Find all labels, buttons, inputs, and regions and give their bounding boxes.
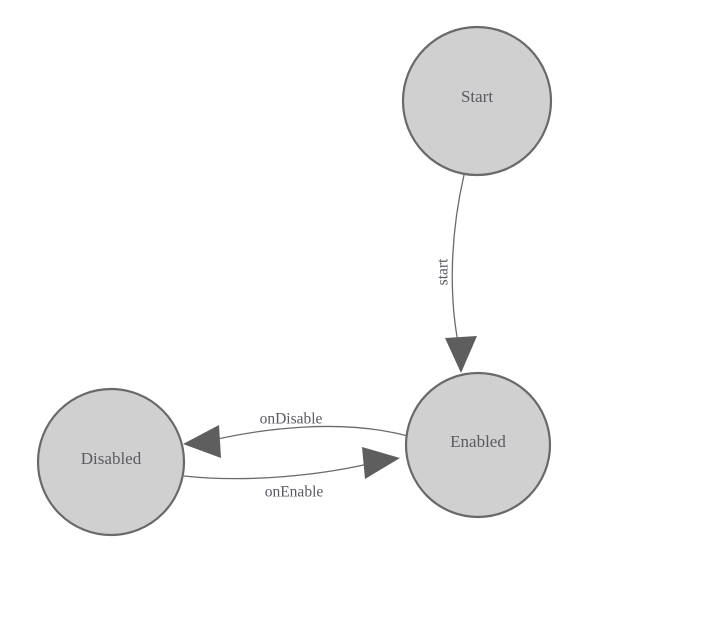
edge-enabled-to-disabled-arrowhead	[183, 425, 221, 458]
node-enabled-circle	[404, 371, 552, 519]
node-enabled-label: Enabled	[450, 432, 506, 451]
node-disabled-circle	[36, 387, 186, 537]
edge-label-ondisable: onDisable	[260, 411, 323, 428]
node-start-circle	[401, 25, 553, 177]
node-disabled[interactable]: Disabled	[36, 387, 186, 537]
edge-disabled-to-enabled[interactable]: onEnable	[183, 447, 400, 501]
edge-enabled-to-disabled[interactable]: onDisable	[183, 411, 409, 458]
edge-disabled-to-enabled-line	[183, 463, 369, 480]
node-disabled-label: Disabled	[81, 449, 142, 468]
edge-start-to-enabled[interactable]: start	[435, 174, 477, 373]
edge-start-to-enabled-line	[451, 174, 465, 343]
node-start[interactable]: Start	[401, 25, 553, 177]
edge-enabled-to-disabled-line	[212, 425, 409, 441]
node-enabled[interactable]: Enabled	[404, 371, 552, 519]
edge-start-to-enabled-arrowhead	[445, 336, 477, 373]
node-start-label: Start	[461, 87, 493, 106]
edge-label-start: start	[435, 258, 452, 285]
edge-disabled-to-enabled-arrowhead	[362, 447, 400, 479]
edge-label-onenable: onEnable	[265, 484, 324, 501]
